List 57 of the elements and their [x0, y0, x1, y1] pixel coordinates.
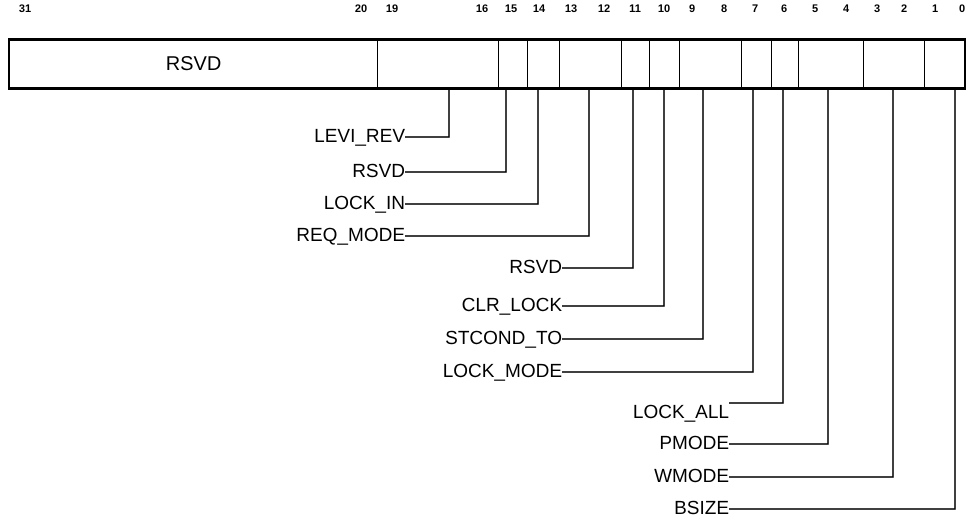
- field-name: LEVI_REV: [314, 126, 405, 148]
- bit-number: 19: [386, 3, 398, 15]
- bit-number: 1: [932, 3, 938, 15]
- bit-number: 20: [354, 3, 368, 15]
- bit-number: 4: [842, 3, 850, 15]
- bit-number: 2: [900, 3, 908, 15]
- bit-number: 14: [532, 3, 546, 15]
- register-field: [771, 38, 798, 90]
- leader-line: [405, 90, 450, 138]
- bit-number: 9: [688, 3, 696, 15]
- register-field: [527, 38, 559, 90]
- register-field: [798, 38, 863, 90]
- leader-line: [562, 90, 754, 373]
- field-name: PMODE: [659, 433, 729, 455]
- leader-line: [405, 90, 590, 237]
- field-name: WMODE: [654, 466, 729, 488]
- bit-number: 13: [564, 3, 578, 15]
- field-name: REQ_MODE: [296, 225, 405, 247]
- field-name: LOCK_IN: [324, 193, 405, 215]
- field-name: STCOND_TO: [445, 328, 562, 350]
- register-field: [621, 38, 649, 90]
- register-field: [498, 38, 527, 90]
- register-field: RSVD: [8, 38, 377, 90]
- register-field: [679, 38, 741, 90]
- field-name: LOCK_MODE: [442, 361, 562, 383]
- register-field: [863, 38, 924, 90]
- bit-number: 11: [629, 3, 641, 15]
- leader-line: [562, 90, 704, 340]
- leader-line: [405, 90, 539, 205]
- leader-line: [405, 90, 507, 173]
- bit-number: 3: [874, 3, 880, 15]
- bit-number: 12: [598, 3, 610, 15]
- bit-number: 0: [958, 3, 966, 15]
- bit-number: 6: [780, 3, 788, 15]
- register-field: [377, 38, 498, 90]
- bit-number: 10: [658, 3, 670, 15]
- leader-line: [729, 90, 894, 478]
- bit-number: 5: [812, 3, 818, 15]
- bit-number: 7: [752, 3, 758, 15]
- register-field: [559, 38, 621, 90]
- register-field: [924, 38, 966, 90]
- leader-line: [729, 90, 956, 510]
- bit-number: 16: [476, 3, 488, 15]
- field-name: LOCK_ALL: [632, 402, 729, 424]
- bit-number: 15: [504, 3, 518, 15]
- field-name: RSVD: [509, 257, 562, 279]
- register-field: [649, 38, 679, 90]
- bit-number: 8: [720, 3, 728, 15]
- register-field: [741, 38, 771, 90]
- field-name: RSVD: [352, 161, 405, 183]
- leader-line: [729, 90, 829, 445]
- bit-number: 31: [18, 3, 32, 15]
- leader-line: [562, 90, 634, 269]
- leader-line: [562, 90, 665, 307]
- field-name: BSIZE: [674, 498, 729, 520]
- leader-line: [729, 90, 784, 404]
- field-name: CLR_LOCK: [462, 295, 562, 317]
